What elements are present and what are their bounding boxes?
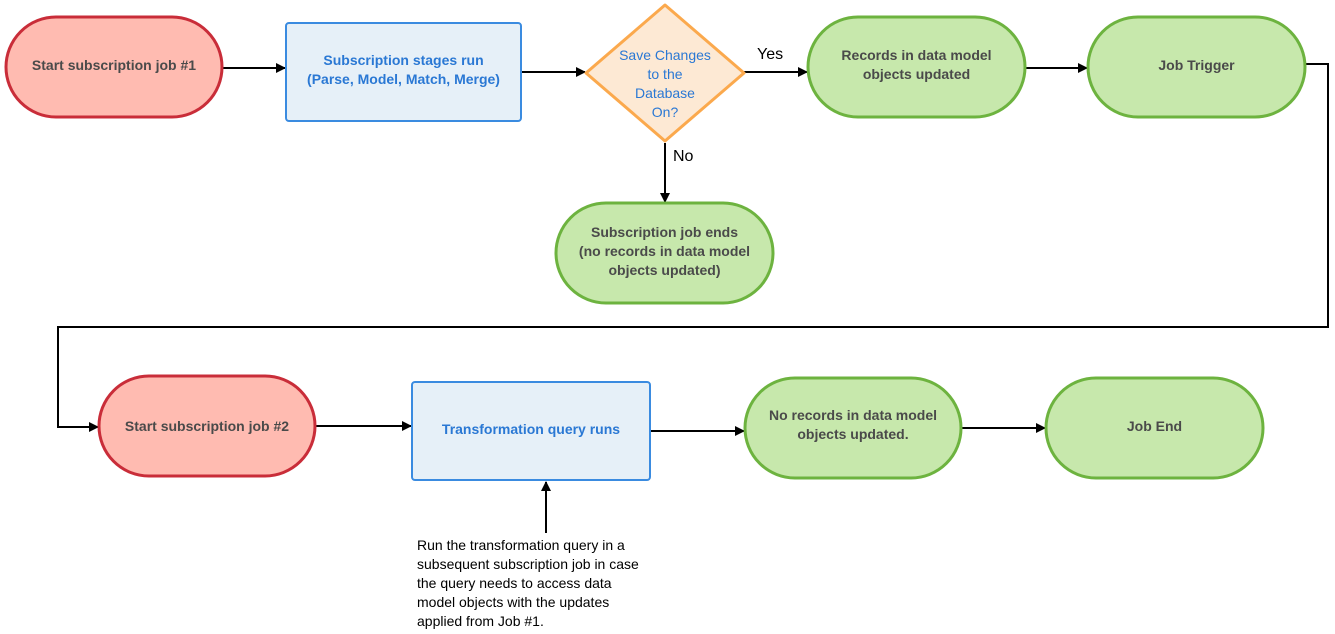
norecords-shape bbox=[743, 376, 963, 480]
node-label: Database bbox=[635, 85, 695, 101]
annotation-note: Run the transformation query in a subseq… bbox=[417, 536, 639, 631]
records-shape bbox=[806, 15, 1027, 119]
node-label: Save Changes bbox=[619, 47, 711, 63]
node-label: On? bbox=[651, 104, 679, 120]
note-line: Run the transformation query in a bbox=[417, 537, 625, 553]
node-label: Subscription job ends bbox=[590, 224, 738, 240]
node-subscription-stages: Subscription stages run (Parse, Model, Ma… bbox=[286, 23, 521, 117]
node-label: to the bbox=[647, 66, 683, 82]
node-label: Records in data model bbox=[841, 47, 992, 63]
node-label: objects updated bbox=[862, 66, 971, 82]
node-start-job-1: Start subscription job #1 bbox=[6, 17, 222, 113]
node-label: No records in data model bbox=[768, 407, 938, 423]
note-line: model objects with the updates bbox=[417, 594, 610, 610]
node-start-job-2: Start subscription job #2 bbox=[99, 376, 315, 476]
jobend-shape bbox=[1044, 376, 1265, 480]
node-label: objects updated) bbox=[608, 262, 721, 278]
node-subscription-job-ends: Subscription job ends (no records in data… bbox=[556, 223, 773, 280]
node-transformation-query: Transformation query runs bbox=[412, 382, 650, 476]
arrow-trigger-start2 bbox=[57, 63, 1329, 432]
node-job-trigger: Job Trigger bbox=[1088, 17, 1305, 113]
node-label: objects updated. bbox=[797, 426, 909, 442]
node-label: (no records in data model bbox=[578, 243, 751, 259]
note-line: subsequent subscription job in case bbox=[417, 556, 639, 572]
node-label: (Parse, Model, Match, Merge) bbox=[307, 71, 500, 87]
node-job-end: Job End bbox=[1046, 378, 1263, 474]
node-label: Job Trigger bbox=[1158, 56, 1235, 73]
node-label: Subscription stages run bbox=[323, 52, 484, 68]
node-label: Start subscription job #2 bbox=[124, 417, 290, 434]
note-line: applied from Job #1. bbox=[417, 613, 544, 629]
start1-shape bbox=[4, 15, 224, 119]
node-records-updated: Records in data model objects updated bbox=[808, 46, 1025, 84]
trigger-shape bbox=[1086, 15, 1307, 119]
connectors bbox=[57, 63, 1329, 533]
edge-label-no: No bbox=[673, 148, 694, 165]
node-no-records-updated: No records in data model objects updated. bbox=[745, 406, 961, 444]
transformation-shape bbox=[411, 381, 651, 481]
node-label: Start subscription job #1 bbox=[31, 56, 197, 73]
stages-shape bbox=[285, 22, 522, 122]
jobends-shape bbox=[554, 201, 775, 305]
edge-label-yes: Yes bbox=[757, 46, 784, 63]
node-label: Job End bbox=[1126, 417, 1183, 434]
decision-shape bbox=[584, 3, 746, 143]
note-line: the query needs to access data bbox=[417, 575, 612, 591]
node-label: Transformation query runs bbox=[441, 420, 621, 437]
start2-shape bbox=[97, 374, 317, 478]
